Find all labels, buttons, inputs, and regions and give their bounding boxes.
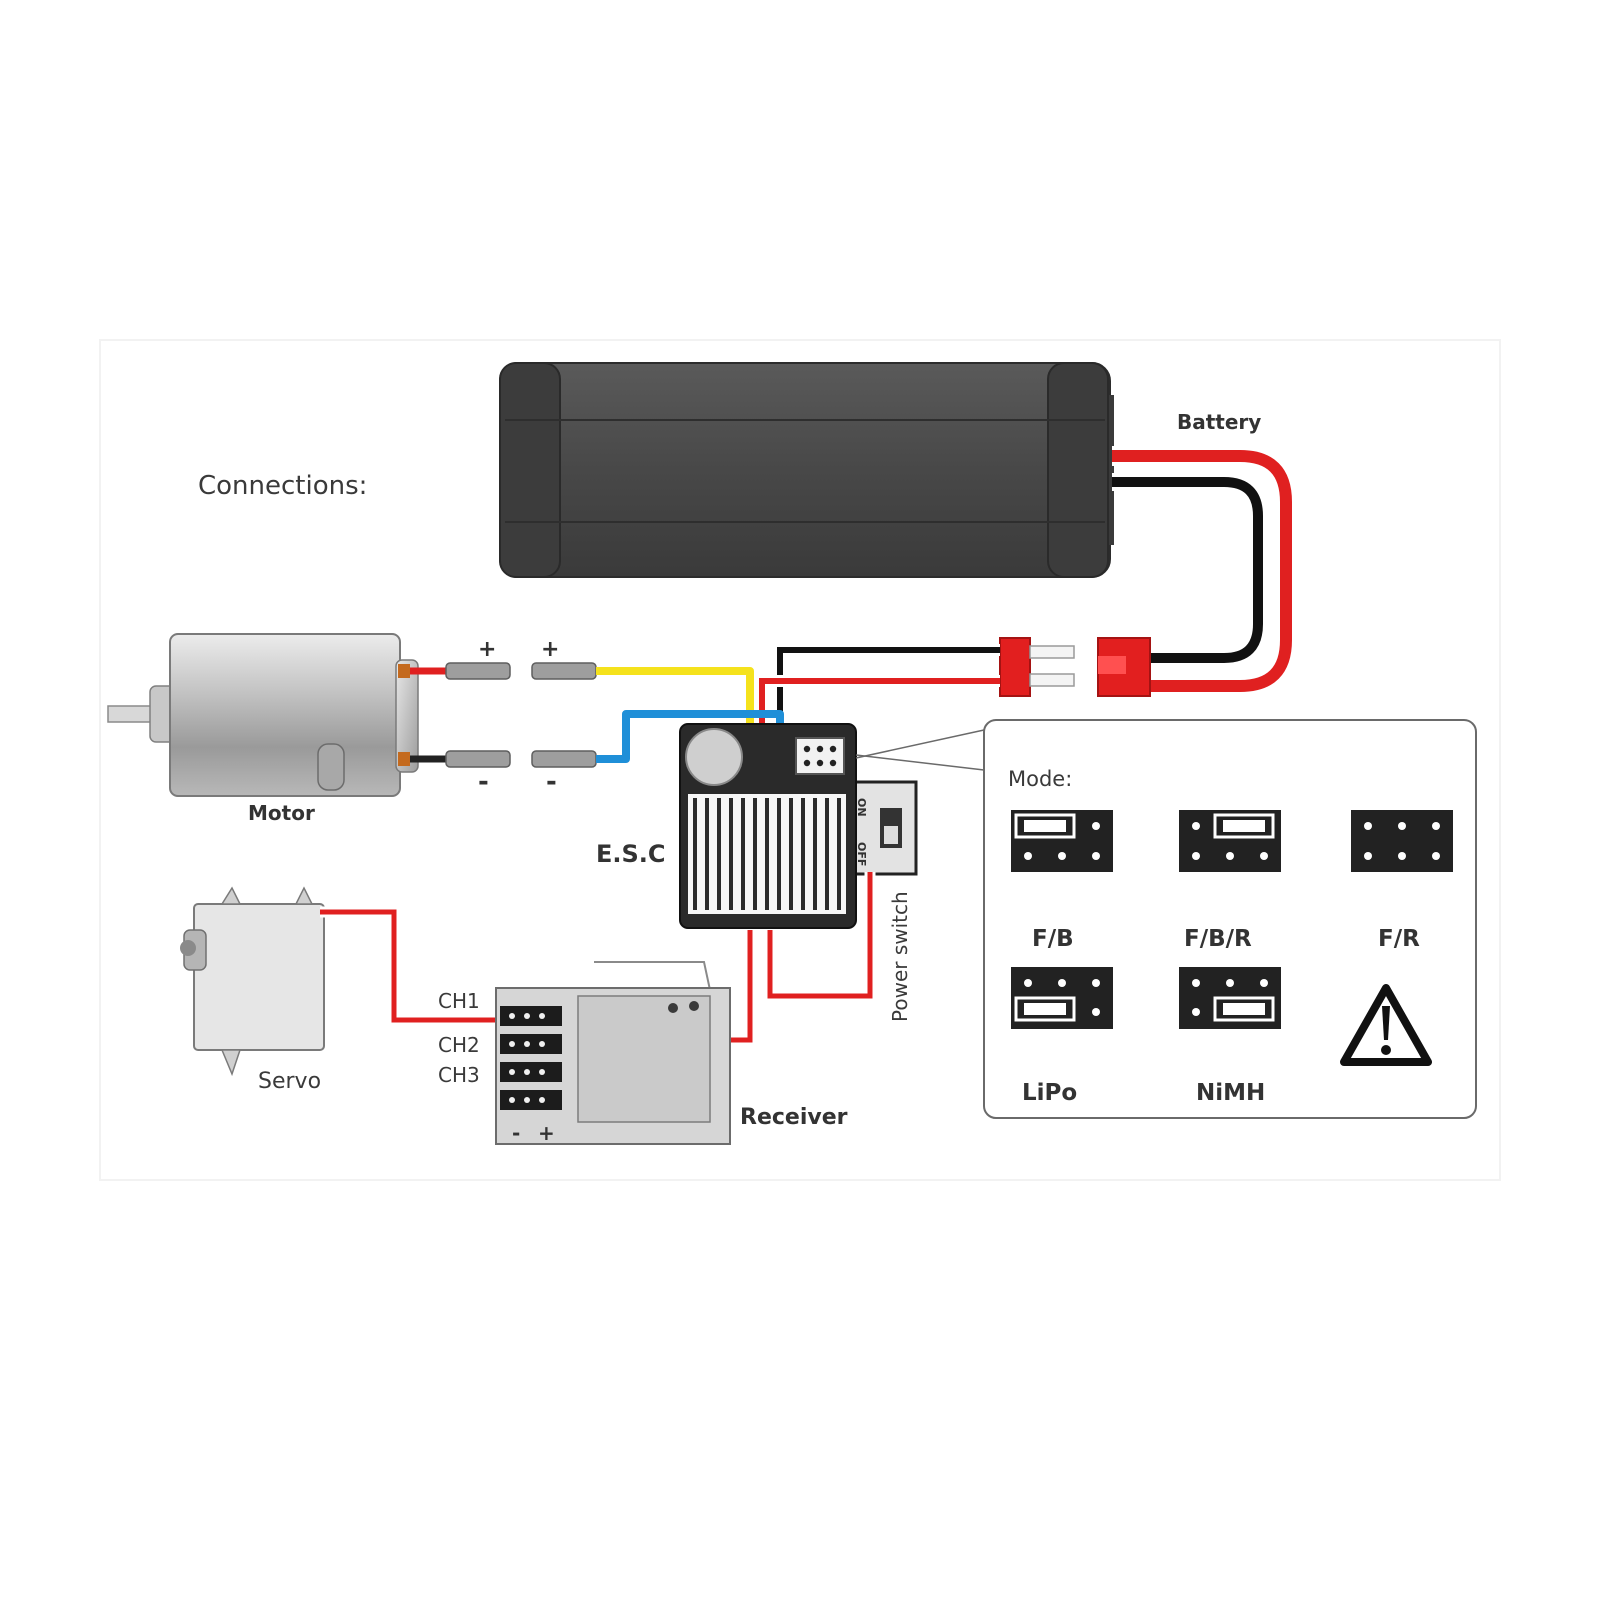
receiver-unit bbox=[495, 961, 731, 1145]
motor-plus-bullet bbox=[445, 662, 511, 680]
motor bbox=[107, 633, 419, 797]
switch-off-label: OFF bbox=[855, 842, 868, 866]
heatsink-fin bbox=[789, 798, 793, 910]
heatsink-fin bbox=[765, 798, 769, 910]
heatsink-fin bbox=[813, 798, 817, 910]
battery-label: Battery bbox=[1177, 410, 1261, 434]
heatsink-fin bbox=[837, 798, 841, 910]
receiver-plus-sign: + bbox=[538, 1121, 555, 1145]
channel-label-2: CH2 bbox=[438, 1033, 480, 1057]
battery-type-label-lipo: LiPo bbox=[1022, 1080, 1077, 1106]
receiver-minus-sign: - bbox=[512, 1121, 520, 1145]
esc-plus-bullet bbox=[531, 662, 597, 680]
esc-minus-bullet bbox=[531, 750, 597, 768]
heatsink-fin bbox=[693, 798, 697, 910]
warning-triangle-icon bbox=[1340, 984, 1432, 1066]
servo bbox=[180, 886, 325, 1077]
heatsink-fin bbox=[741, 798, 745, 910]
receiver-label: Receiver bbox=[740, 1105, 848, 1130]
esc-capacitor bbox=[685, 728, 743, 786]
diagram-title: Connections: bbox=[198, 471, 367, 501]
servo-label: Servo bbox=[258, 1069, 321, 1094]
jumper-f-r bbox=[1351, 810, 1453, 872]
esc-label: E.S.C bbox=[596, 840, 666, 868]
heatsink-fin bbox=[705, 798, 709, 910]
switch-wires bbox=[764, 872, 876, 1002]
receiver-port[interactable] bbox=[500, 1062, 562, 1082]
battery-type-label-nimh: NiMH bbox=[1196, 1080, 1265, 1106]
heatsink-fin bbox=[729, 798, 733, 910]
mode-label-f-b-r: F/B/R bbox=[1184, 926, 1252, 952]
motor-plus-sign: + bbox=[478, 637, 496, 662]
esc-minus-sign: - bbox=[546, 767, 557, 797]
motor-label: Motor bbox=[248, 801, 315, 825]
motor-leads bbox=[410, 662, 597, 768]
esc-t-plug bbox=[999, 637, 1075, 697]
receiver-port[interactable] bbox=[500, 1006, 562, 1026]
heatsink-fin bbox=[777, 798, 781, 910]
receiver-port[interactable] bbox=[500, 1034, 562, 1054]
battery-leads bbox=[1112, 446, 1296, 696]
jumper-lipo bbox=[1011, 967, 1113, 1029]
heatsink-fin bbox=[825, 798, 829, 910]
power-switch-label: Power switch bbox=[888, 891, 912, 1022]
mode-label-f-b: F/B bbox=[1032, 926, 1074, 952]
switch-on-label: ON bbox=[855, 798, 868, 817]
receiver-antenna bbox=[594, 961, 711, 991]
callout-lines bbox=[855, 729, 985, 771]
motor-minus-sign: - bbox=[478, 767, 489, 797]
esc-plus-sign: + bbox=[541, 637, 559, 662]
battery-pack bbox=[499, 362, 1114, 578]
jumper-f-b-r bbox=[1179, 810, 1281, 872]
mode-label-f-r: F/R bbox=[1378, 926, 1420, 952]
receiver-port[interactable] bbox=[500, 1090, 562, 1110]
channel-label-3: CH3 bbox=[438, 1063, 480, 1087]
esc-unit bbox=[679, 723, 918, 929]
jumper-header bbox=[795, 737, 845, 775]
mode-panel-title: Mode: bbox=[1008, 767, 1072, 791]
jumper-f-b bbox=[1011, 810, 1113, 872]
jumper-nimh bbox=[1179, 967, 1281, 1029]
channel-label-1: CH1 bbox=[438, 989, 480, 1013]
servo-lead bbox=[320, 906, 498, 1026]
heatsink-fin bbox=[801, 798, 805, 910]
battery-t-plug bbox=[1097, 637, 1151, 697]
heatsink-fin bbox=[717, 798, 721, 910]
heatsink-fin bbox=[753, 798, 757, 910]
motor-minus-bullet bbox=[445, 750, 511, 768]
